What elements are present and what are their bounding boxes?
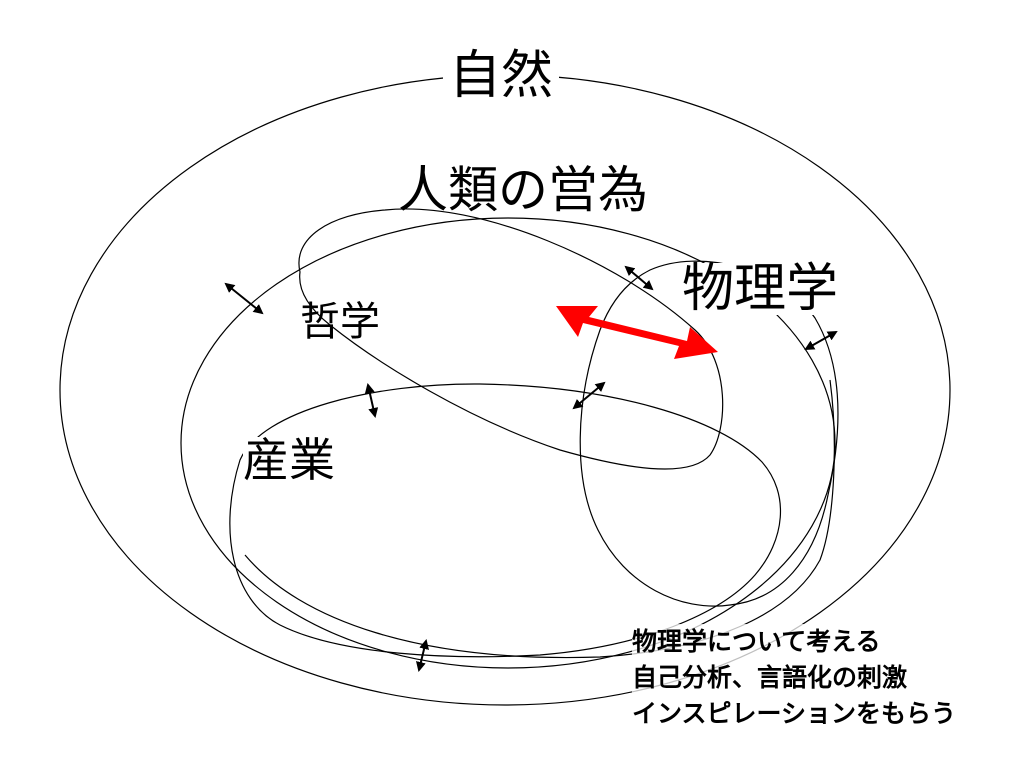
arrow-industry-physics — [572, 381, 606, 410]
red-double-arrow-shape — [556, 306, 718, 359]
philosophy-label: 哲学 — [300, 299, 380, 345]
note-line-1: 物理学について考える — [632, 627, 881, 656]
philosophy-ellipse — [298, 208, 724, 470]
industry-label: 産業 — [243, 433, 335, 487]
note-line-2: 自己分析、言語化の刺激 — [632, 663, 908, 692]
arrow-philosophy-industry — [364, 383, 379, 418]
arrow-human-physics-top — [624, 265, 654, 291]
note-line-3: インスピレーションをもらう — [632, 699, 957, 728]
red-double-arrow-icon — [556, 306, 718, 359]
nature-label: 自然 — [443, 50, 560, 102]
arrow-nature-philosophy — [224, 282, 264, 315]
arrow-physics-nature — [804, 331, 838, 350]
industry-ellipse — [229, 383, 781, 658]
arrow-industry-nature — [416, 639, 429, 672]
human-activity-ellipse — [180, 217, 836, 669]
connecting-curve — [244, 379, 835, 659]
human-activity-label: 人類の営為 — [398, 161, 648, 219]
physics-label: 物理学 — [680, 259, 841, 319]
physics-benefits-note: 物理学について考える 自己分析、言語化の刺激 インスピレーションをもらう — [632, 624, 957, 732]
